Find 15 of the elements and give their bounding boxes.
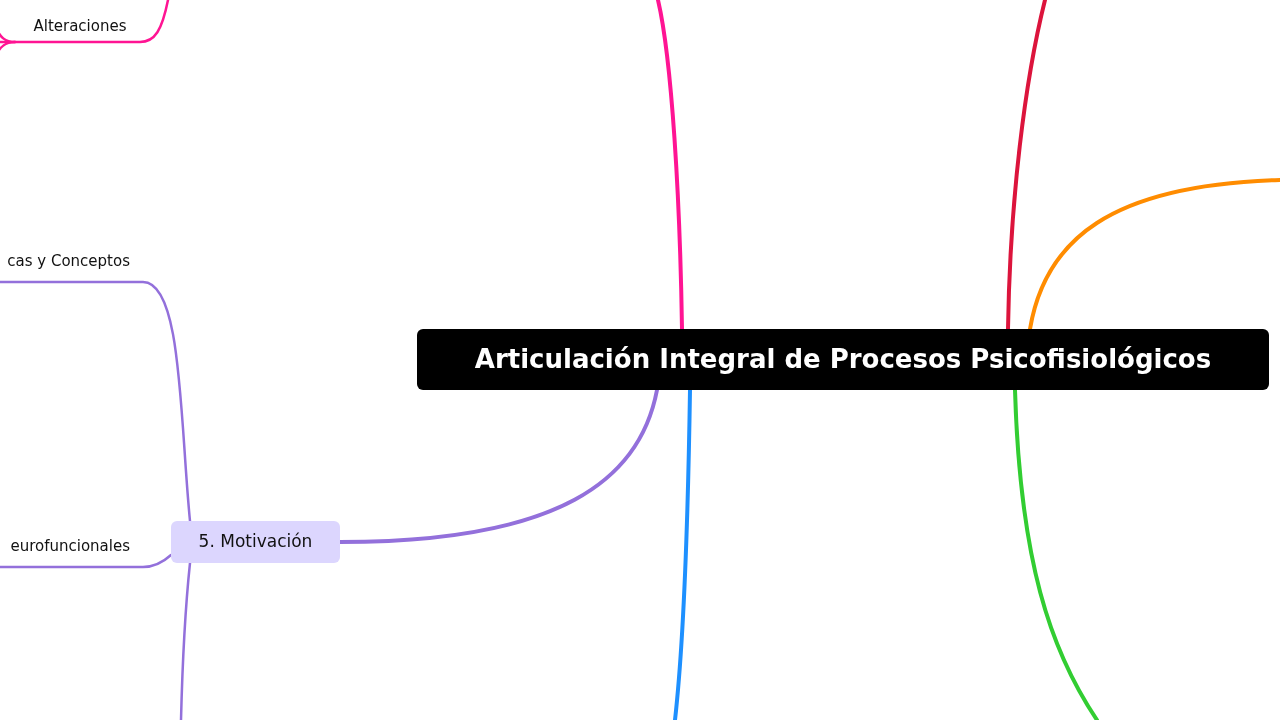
topic-box: 5. Motivación bbox=[171, 521, 340, 563]
branch-line bbox=[0, 280, 192, 523]
branch-line bbox=[0, 0, 170, 44]
subtopic-label: Alteraciones bbox=[20, 10, 140, 42]
branch-line bbox=[0, 553, 173, 569]
branch-line bbox=[179, 561, 192, 720]
subtopic-label: cas y Conceptos bbox=[0, 250, 130, 282]
branch-line bbox=[673, 388, 692, 720]
subtopic-label: eurofuncionales bbox=[0, 535, 130, 567]
branch-line bbox=[1028, 178, 1280, 331]
central-topic-box: Articulación Integral de Procesos Psicofisiológicos bbox=[417, 329, 1269, 390]
branch-line bbox=[1006, 0, 1047, 331]
branch-line bbox=[656, 0, 684, 331]
branch-line bbox=[1013, 388, 1099, 720]
branch-line bbox=[338, 388, 659, 544]
